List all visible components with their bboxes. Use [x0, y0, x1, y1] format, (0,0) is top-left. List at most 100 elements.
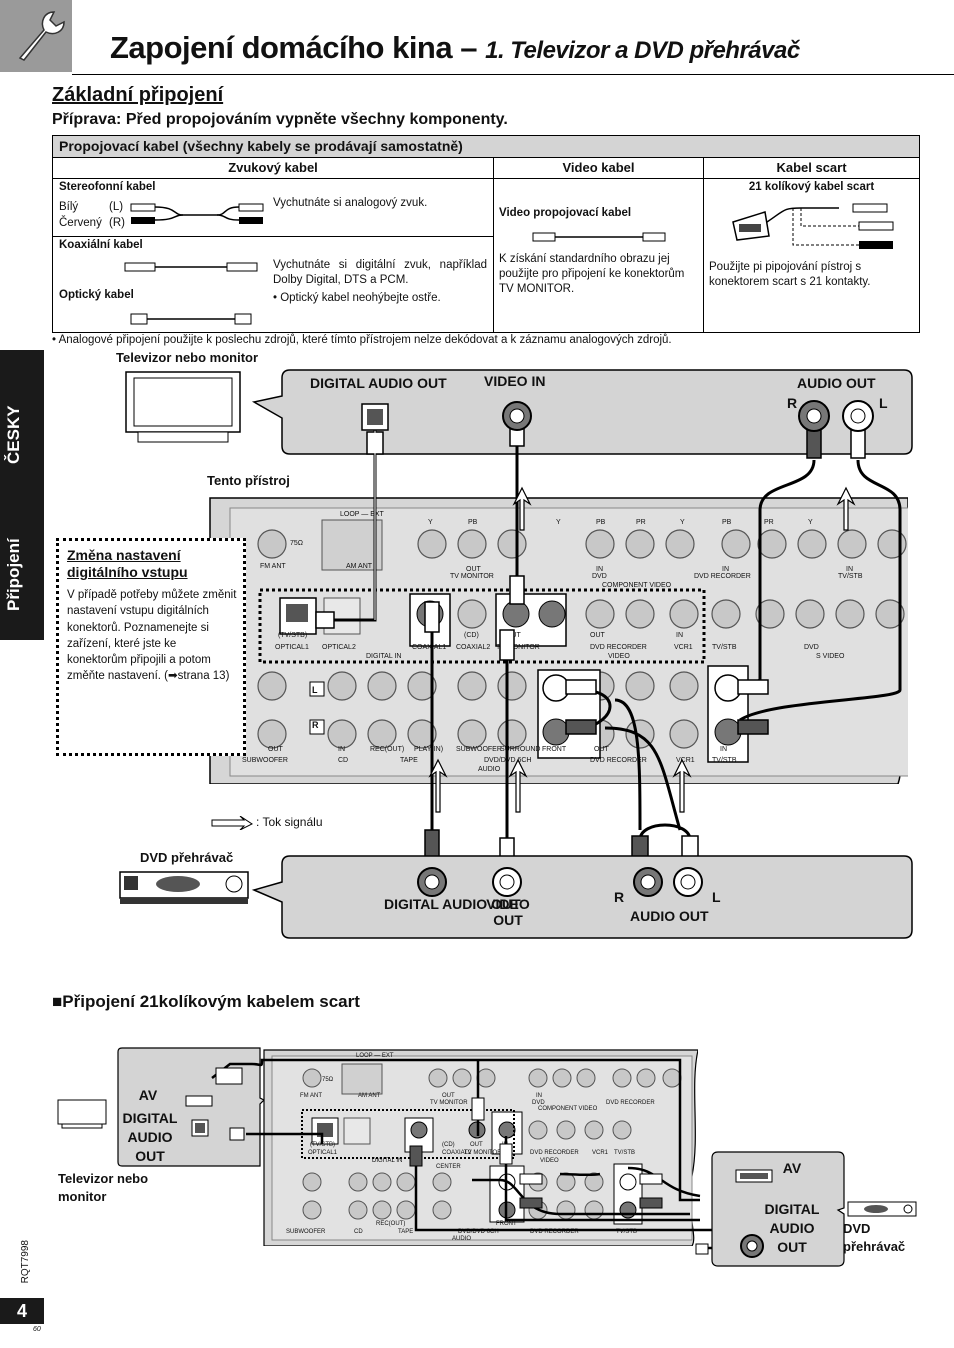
video-cable-desc: K získání standardního obrazu jej použij… [499, 253, 685, 295]
cable-lines [315, 400, 902, 873]
dvd-player-small-icon [847, 1201, 917, 1217]
small-ohm: 75Ω [322, 1077, 334, 1083]
red-ch: (R) [109, 217, 125, 229]
panel-dvd-2: DVD [804, 644, 819, 651]
signal-legend: : Tok signálu [256, 815, 323, 829]
tv-digital-label: DIGITAL AUDIO OUT [310, 375, 447, 391]
panel-out-1: OUT [466, 566, 481, 573]
small-tv-stb-2: TV/STB [616, 1229, 638, 1235]
small-dvd-6ch: DVD/DVD 6CH [458, 1229, 499, 1235]
panel-tv-stb-3: TV/STB [712, 757, 737, 764]
panel-in-6: IN [720, 746, 727, 753]
small-tvstb: (TV/STB) [310, 1142, 335, 1148]
panel-coaxial2: COAXIAL2 [456, 644, 491, 651]
optical-note: • Optický kabel neohýbejte ostře. [273, 292, 441, 304]
analog-note: • Analogové připojení použijte k poslech… [52, 334, 672, 346]
dvd-digital-label: DIGITAL AUDIO OUT [384, 896, 521, 912]
section-heading: Základní připojení [52, 84, 224, 106]
panel-in-5: IN [338, 746, 345, 753]
panel-dvd-recorder: DVD RECORDER [694, 573, 751, 580]
panel-y-3: Y [680, 519, 685, 526]
panel-in-3: IN [846, 566, 853, 573]
tv-balloon [251, 369, 913, 455]
small-cd: CD [354, 1229, 363, 1235]
preparation-text: Příprava: Před propojováním vypněte všec… [52, 111, 508, 128]
small-out-2: OUT [470, 1142, 483, 1148]
panel-cd: CD [338, 757, 349, 764]
scart-section-heading: ■Připojení 21kolíkovým kabelem scart [52, 992, 360, 1011]
panel-tv-stb: TV/STB [838, 573, 863, 580]
panel-pb-2: PB [596, 519, 606, 526]
video-cable-icon [532, 232, 666, 242]
panel-tv-monitor: TV MONITOR [450, 573, 494, 580]
panel-out-5: OUT [594, 746, 609, 753]
small-tape: TAPE [398, 1229, 414, 1235]
panel-component-video: COMPONENT VIDEO [602, 582, 672, 589]
signal-flow-icon [211, 816, 253, 830]
stereo-desc: Vychutnáte si analogový zvuk. [273, 197, 428, 209]
panel-pb-1: PB [468, 519, 478, 526]
col-audio: Zvukový kabel [53, 158, 493, 179]
panel-subwoofer-2: SUBWOOFER [456, 746, 502, 753]
tv-r: R [787, 395, 798, 411]
col-video: Video kabel [494, 158, 703, 179]
panel-play-in: PLAY(IN) [414, 746, 444, 753]
panel-dvd: DVD [592, 573, 607, 580]
panel-y-2: Y [556, 519, 561, 526]
dvd-scart-balloon [711, 1151, 845, 1267]
small-digital-in: DIGITAL IN [372, 1158, 403, 1164]
small-dvd: DVD [532, 1100, 545, 1106]
small-page-number: 60 [33, 1326, 41, 1333]
optical-cable-icon [130, 313, 252, 325]
table-header: Propojovací kabel (všechny kabely se pro… [53, 136, 919, 158]
small-vcr1: VCR1 [592, 1150, 609, 1156]
small-cd-paren: (CD) [442, 1142, 455, 1148]
small-rec-out: REC(OUT) [376, 1221, 406, 1227]
panel-out-3: OUT [590, 632, 605, 639]
panel-audio: AUDIO [478, 766, 501, 773]
panel-tape: TAPE [400, 757, 418, 764]
small-component-video: COMPONENT VIDEO [538, 1106, 598, 1112]
panel-fm-ant: FM ANT [260, 563, 286, 570]
scart-desc: Použijte pi pipojování pístroj s konekto… [709, 261, 871, 288]
tv-small-icon [57, 1099, 107, 1129]
receiver-panel-small [263, 1049, 698, 1246]
dvd-l: L [712, 889, 721, 905]
dvd-balloon [251, 855, 913, 939]
coax-cable-icon [124, 262, 258, 272]
small-video: VIDEO [540, 1158, 559, 1164]
panel-in-4: IN [676, 632, 683, 639]
panel-digital-in: DIGITAL IN [366, 653, 402, 660]
panel-am-ant: AM ANT [346, 563, 373, 570]
scart-label: 21 kolíkový kabel scart [748, 181, 875, 193]
panel-l: L [312, 685, 318, 695]
change-body: V případě potřeby můžete změnit nastaven… [67, 589, 237, 683]
small-in: IN [536, 1093, 542, 1099]
tv-icon [125, 371, 241, 443]
red-label: Červený [59, 217, 102, 229]
panel-video: VIDEO [608, 653, 630, 660]
side-tab: ČESKY Připojení [0, 350, 44, 640]
panel-in-2: IN [722, 566, 729, 573]
panel-pr-3: PR [764, 519, 774, 526]
panel-tv-monitor-2: TV MONITOR [496, 644, 540, 651]
small-tv-monitor-2: TV MONITOR [464, 1150, 502, 1156]
small-dvd-recorder: DVD RECORDER [606, 1100, 655, 1106]
small-optical1: OPTICAL1 [308, 1150, 338, 1156]
panel-tvstb-paren: (TV/STB) [278, 632, 308, 639]
coax-label: Koaxiální kabel [59, 239, 143, 251]
panel-rec-out: REC(OUT) [370, 746, 405, 753]
dvd-r: R [614, 889, 625, 905]
video-cable-label: Video propojovací kabel [499, 207, 632, 219]
small-tv-stb: TV/STB [614, 1150, 636, 1156]
stereo-cable-icon [130, 203, 264, 224]
divider [493, 158, 494, 332]
tv-audio-label: AUDIO OUT [797, 375, 876, 391]
tv-scart-label: Televizor nebo monitor [58, 1171, 149, 1204]
small-audio: AUDIO [452, 1236, 472, 1242]
tv-l: L [879, 395, 888, 411]
panel-optical1: OPTICAL1 [275, 644, 309, 651]
panel-jacks [257, 519, 907, 763]
dvd-video-label: VIDEO OUT [486, 896, 530, 928]
stereo-label: Stereofonní kabel [59, 181, 156, 193]
